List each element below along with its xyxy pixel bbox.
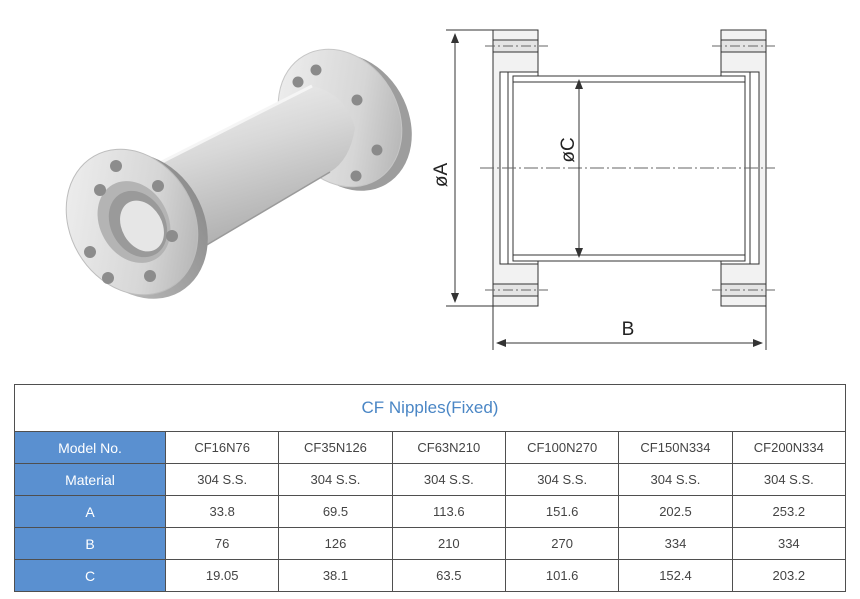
table-cell: 113.6 [391,495,506,528]
row-header-c: C [14,559,166,592]
table-row-material: Material 304 S.S. 304 S.S. 304 S.S. 304 … [14,463,847,496]
table-row-a: A 33.8 69.5 113.6 151.6 202.5 253.2 [14,495,847,528]
dimension-b-label: B [622,319,635,340]
table-cell: 203.2 [731,559,847,592]
table-cell: 33.8 [164,495,280,528]
row-header-model: Model No. [14,431,166,464]
table-row-model: Model No. CF16N76 CF35N126 CF63N210 CF10… [14,431,847,464]
table-cell: 304 S.S. [731,463,847,496]
table-cell: 152.4 [618,559,733,592]
table-cell: 304 S.S. [504,463,620,496]
table-cell: CF100N270 [504,431,620,464]
table-cell: 270 [504,527,620,560]
nipple-3d-render [65,48,412,299]
dimension-a-label: øA [431,163,452,188]
row-header-a: A [14,495,166,528]
table-cell: 69.5 [278,495,393,528]
table-cell: 304 S.S. [164,463,280,496]
table-cell: CF16N76 [164,431,280,464]
table-cell: 253.2 [731,495,847,528]
table-row-c: C 19.05 38.1 63.5 101.6 152.4 203.2 [14,559,847,592]
table-cell: 151.6 [504,495,620,528]
table-cell: 76 [164,527,280,560]
table-cell: 38.1 [278,559,393,592]
table-row-b: B 76 126 210 270 334 334 [14,527,847,560]
spec-table: CF Nipples(Fixed) Model No. CF16N76 CF35… [14,384,847,592]
table-cell: 334 [731,527,847,560]
table-cell: CF200N334 [731,431,847,464]
table-cell: 63.5 [391,559,506,592]
table-title: CF Nipples(Fixed) [14,384,846,432]
table-cell: 304 S.S. [618,463,733,496]
table-cell: CF150N334 [618,431,733,464]
table-cell: CF63N210 [391,431,506,464]
dimension-c-label: øC [558,137,579,162]
table-cell: 101.6 [504,559,620,592]
technical-drawing [446,29,775,350]
table-cell: 304 S.S. [278,463,393,496]
row-header-material: Material [14,463,166,496]
table-cell: CF35N126 [278,431,393,464]
table-cell: 334 [618,527,733,560]
product-figure: øA øC B [65,29,775,350]
table-cell: 304 S.S. [391,463,506,496]
front-flange [65,148,208,299]
table-title-row: CF Nipples(Fixed) [14,384,846,432]
table-cell: 19.05 [164,559,280,592]
row-header-b: B [14,527,166,560]
table-cell: 210 [391,527,506,560]
table-cell: 202.5 [618,495,733,528]
table-cell: 126 [278,527,393,560]
